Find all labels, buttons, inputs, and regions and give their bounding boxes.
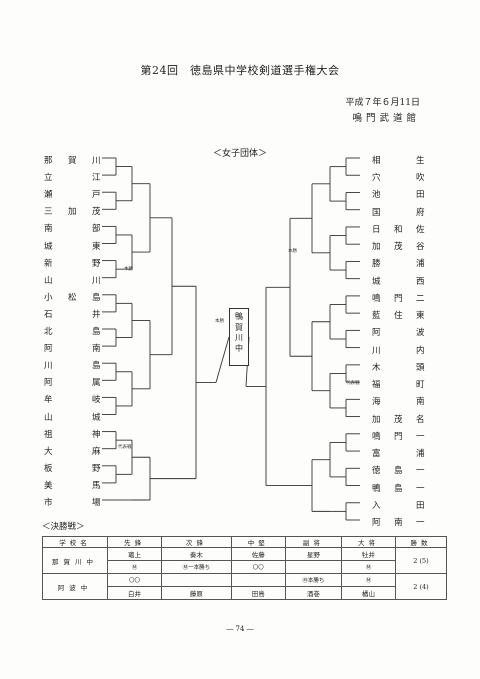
left-team: 山城 [44, 412, 101, 423]
mark-cell: Ⓜ一本勝ち [160, 560, 232, 574]
right-team: 加茂谷 [372, 242, 425, 253]
col-header: 副将 [284, 536, 343, 548]
right-team: 阿南一 [372, 518, 425, 528]
right-team: 穴吹 [372, 173, 425, 184]
mark-cell: 〇〇 [230, 560, 286, 574]
right-team: 阿波 [372, 328, 425, 339]
right-team: 木頭 [372, 362, 425, 373]
mark-cell: Ⓜ [341, 560, 396, 574]
table-row: 那賀川中 竈上 奏木 佐藤 星野 牡井 2 (5) [42, 547, 447, 574]
wins-cell: 2 (4) [395, 573, 447, 600]
page-number: ― 74 ― [226, 625, 254, 633]
right-team: 日和佐 [372, 224, 425, 235]
right-team: 海南 [372, 397, 425, 408]
table-row: Ⓜ Ⓜ一本勝ち 〇〇 Ⓜ [43, 560, 447, 574]
daihyo-label: 代表戦 [118, 443, 132, 450]
school-cell: 阿波中 [42, 573, 108, 600]
right-team: 国府 [372, 207, 425, 218]
player-cell: 藤原 [160, 586, 232, 600]
left-team: 大麻 [44, 446, 101, 457]
right-team: 川内 [372, 345, 425, 356]
player-cell: 佐藤 [230, 547, 286, 561]
mark-cell: Ⓜ [341, 573, 396, 587]
final-heading: ＜決勝戦＞ [42, 522, 85, 532]
table-header-row: 学校名 先鋒 次鋒 中堅 副将 大将 勝数 [42, 536, 447, 548]
wins-cell: 2 (5) [395, 547, 447, 574]
left-team: 牟岐 [44, 395, 101, 406]
right-team: 鴨島一 [372, 483, 425, 494]
right-team: 福町 [372, 380, 425, 391]
player-cell: 田島 [230, 586, 286, 600]
left-team: 新野 [44, 258, 101, 269]
right-team: 相生 [372, 156, 425, 166]
champion-char: 中 [235, 343, 243, 353]
event-date: 平成７年６月11日 [345, 98, 420, 108]
col-header: 学校名 [42, 536, 108, 548]
left-team: 板野 [44, 463, 101, 474]
mark-cell: Ⓜ [107, 560, 162, 574]
col-header: 勝数 [395, 536, 447, 548]
col-header: 中堅 [230, 536, 286, 548]
left-team: 祖神 [44, 429, 101, 440]
right-team: 加茂名 [372, 414, 425, 425]
player-cell: 牡井 [341, 547, 396, 561]
bracket-line [215, 336, 230, 383]
left-team: 阿南 [44, 344, 101, 355]
col-header: 先鋒 [107, 536, 162, 548]
page-title: 第24回 徳島県中学校剣道選手権大会 [140, 64, 340, 77]
mark-cell: 〇〇 [107, 573, 162, 587]
col-header: 大将 [341, 536, 396, 548]
left-team: 那賀川 [44, 156, 101, 166]
table-row: 白井 藤原 田島 酒巻 橘山 [43, 586, 447, 600]
col-header: 次鋒 [160, 536, 232, 548]
school-cell: 那賀川中 [42, 547, 108, 574]
right-team: 入田 [372, 500, 425, 511]
right-team: 鳴門一 [372, 431, 425, 442]
player-cell: 星野 [284, 547, 343, 561]
category-heading: ＜女子団体＞ [212, 149, 267, 159]
left-team: 瀬戸 [44, 190, 101, 201]
left-team: 三加茂 [44, 207, 101, 218]
left-team: 南部 [44, 224, 101, 235]
honkatsu-label: 本勝 [124, 265, 133, 272]
left-team: 北島 [44, 327, 101, 337]
champion-char: 川 [235, 333, 243, 342]
mark-cell [230, 573, 286, 587]
player-cell: 橘山 [341, 586, 396, 600]
right-team: 池田 [372, 190, 425, 201]
right-team: 富浦 [372, 449, 425, 460]
left-team: 山川 [44, 275, 101, 286]
left-team: 市場 [44, 498, 101, 508]
left-team: 城東 [44, 241, 101, 252]
right-team: 徳島一 [372, 466, 425, 477]
mark-cell: Ⓜ本勝ち [284, 573, 343, 587]
champion-char: 賀 [235, 322, 243, 332]
right-team: 藍住東 [372, 311, 425, 322]
champion-char: 鴨 [235, 312, 243, 321]
honkatsu-label: 本勝 [288, 247, 297, 254]
right-team: 勝浦 [372, 259, 425, 270]
right-team: 城西 [372, 276, 425, 287]
player-cell: 酒巻 [284, 586, 343, 600]
left-team: 石井 [44, 309, 101, 320]
right-team: 鳴門二 [372, 293, 425, 304]
left-team: 立江 [44, 173, 101, 184]
daihyo-label: 代表戦 [346, 379, 360, 386]
left-team: 川島 [44, 361, 101, 372]
final-results-table: 学校名 先鋒 次鋒 中堅 副将 大将 勝数 那賀川中 竈上 奏木 佐藤 星野 牡… [42, 536, 447, 600]
player-cell: 白井 [107, 586, 162, 600]
mark-cell [160, 573, 232, 587]
honkatsu-label: 本勝 [215, 317, 224, 324]
left-team: 小松島 [44, 292, 101, 303]
champion-box: 鴨 賀 川 中 [229, 308, 249, 366]
player-cell: 奏木 [160, 547, 232, 561]
mark-cell [284, 560, 343, 574]
left-team: 阿属 [44, 378, 101, 389]
left-team: 美馬 [44, 480, 101, 491]
player-cell: 竈上 [107, 547, 162, 561]
table-row: 阿波中 〇〇 Ⓜ本勝ち Ⓜ 2 (4) [42, 573, 447, 600]
event-venue: 鳴門武道館 [352, 113, 420, 124]
